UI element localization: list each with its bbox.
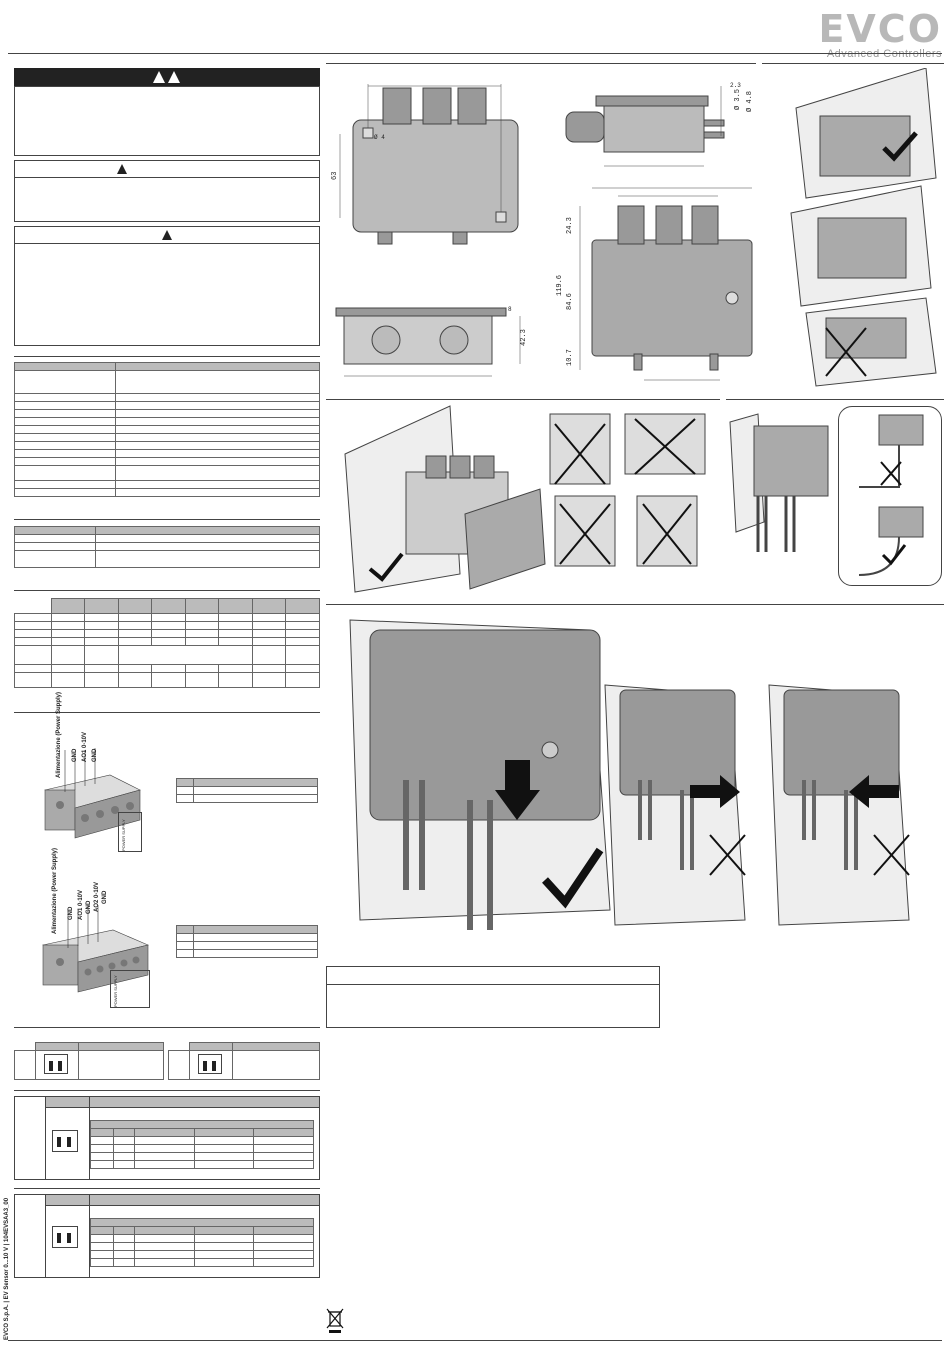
terminal-label: AO1 0-10V (82, 731, 88, 762)
range-subtable-1 (90, 1120, 314, 1169)
section-rule (326, 63, 756, 64)
terminal-table-2pin (176, 778, 318, 803)
terminal-label: GND (72, 748, 78, 762)
terminal-label: AO2 0-10V (94, 881, 100, 912)
terminal-label: Alimentazione (Power Supply) (52, 847, 58, 934)
overall-dimension-drawing (579, 187, 753, 381)
install-wrong-drawing-2 (768, 684, 910, 926)
dip-table-b (168, 1042, 320, 1080)
brand-logo: EVCO Advanced Controllers (818, 10, 942, 60)
dim-label: 42.3 (520, 329, 528, 346)
terminal-label: GND (92, 748, 98, 762)
dim-label: Ø 4.8 (746, 90, 754, 112)
section-rule (726, 399, 944, 400)
dip-switch (52, 1130, 78, 1152)
terminal-block-2pin (44, 748, 141, 839)
terminal-block-3pin (42, 905, 149, 993)
dim-label: 63 (331, 171, 339, 180)
cable-entry-drawing (729, 413, 829, 552)
terminal-label: GND (86, 900, 92, 914)
dim-label: 10.7 (566, 349, 574, 366)
dim-label: 84.6 (566, 293, 574, 310)
install-correct-drawing (349, 619, 611, 930)
section-rule (14, 1090, 320, 1091)
range-table-1 (14, 1096, 320, 1180)
terminal-plate: POWER SUPPLY (110, 970, 150, 1008)
terminal-label: AO1 0-10V (78, 889, 84, 920)
range-subtable-2 (90, 1218, 314, 1267)
install-wrong-drawing-1 (604, 684, 746, 926)
dip-switch (198, 1054, 222, 1074)
brand-name: EVCO (818, 7, 942, 51)
dip-switch (44, 1054, 68, 1074)
bottom-dimension-drawing (335, 307, 521, 377)
warning-icon (153, 71, 180, 83)
note-box (326, 966, 660, 1028)
footer-rule (8, 1340, 942, 1341)
terminal-label: Alimentazione (Power Supply) (56, 691, 62, 778)
brand-tagline: Advanced Controllers (826, 48, 942, 60)
weee-bin-icon (326, 1308, 344, 1333)
section-rule (14, 519, 320, 520)
dim-label: Ø 3.5 (734, 88, 742, 110)
plate-label: POWER SUPPLY (121, 819, 126, 851)
cable-bend-drawing (858, 414, 924, 576)
warning-icon (117, 164, 127, 174)
dim-label: 2.3 (730, 82, 741, 89)
terminal-label: GND (68, 906, 74, 920)
plate-label: POWER SUPPLY (113, 975, 118, 1007)
warning-box-caution (14, 160, 320, 222)
side-dimension-drawing (565, 86, 725, 167)
terminal-label: GND (102, 890, 108, 904)
document-code: EVCO S.p.A. | EV Sensor 0...10 V | 104EV… (4, 1197, 10, 1340)
range-table-2 (14, 1194, 320, 1278)
dim-label: 119.6 (556, 274, 564, 296)
dim-label: 24.3 (566, 217, 574, 234)
section-rule (762, 63, 944, 64)
section-rule (14, 590, 320, 591)
dim-label: 8 (508, 306, 512, 313)
front-dimension-drawing (339, 84, 519, 245)
warning-box-danger (14, 86, 320, 156)
terminal-table-3pin (176, 925, 318, 958)
section-rule (14, 356, 320, 357)
dip-switch (52, 1226, 78, 1248)
warning-box-notice (14, 226, 320, 346)
technical-data-table (14, 362, 320, 497)
dip-table-a (14, 1042, 164, 1080)
section-rule (14, 1027, 320, 1028)
fixing-illustration (344, 405, 546, 593)
models-table (14, 598, 320, 688)
section-rule (14, 1188, 320, 1189)
cable-bend-panel (838, 406, 942, 586)
measurement-table (14, 526, 320, 568)
section-rule (326, 604, 944, 605)
warning-icon (162, 230, 172, 240)
warning-header-danger (14, 68, 320, 86)
terminal-plate: POWER SUPPLY (118, 812, 142, 852)
section-rule (326, 399, 720, 400)
wrong-fixing-examples (549, 413, 706, 567)
section-rule (14, 712, 320, 713)
mount-orientation-figures (790, 68, 937, 387)
dim-label: Ø 4 (374, 134, 385, 141)
header-rule (8, 53, 942, 54)
